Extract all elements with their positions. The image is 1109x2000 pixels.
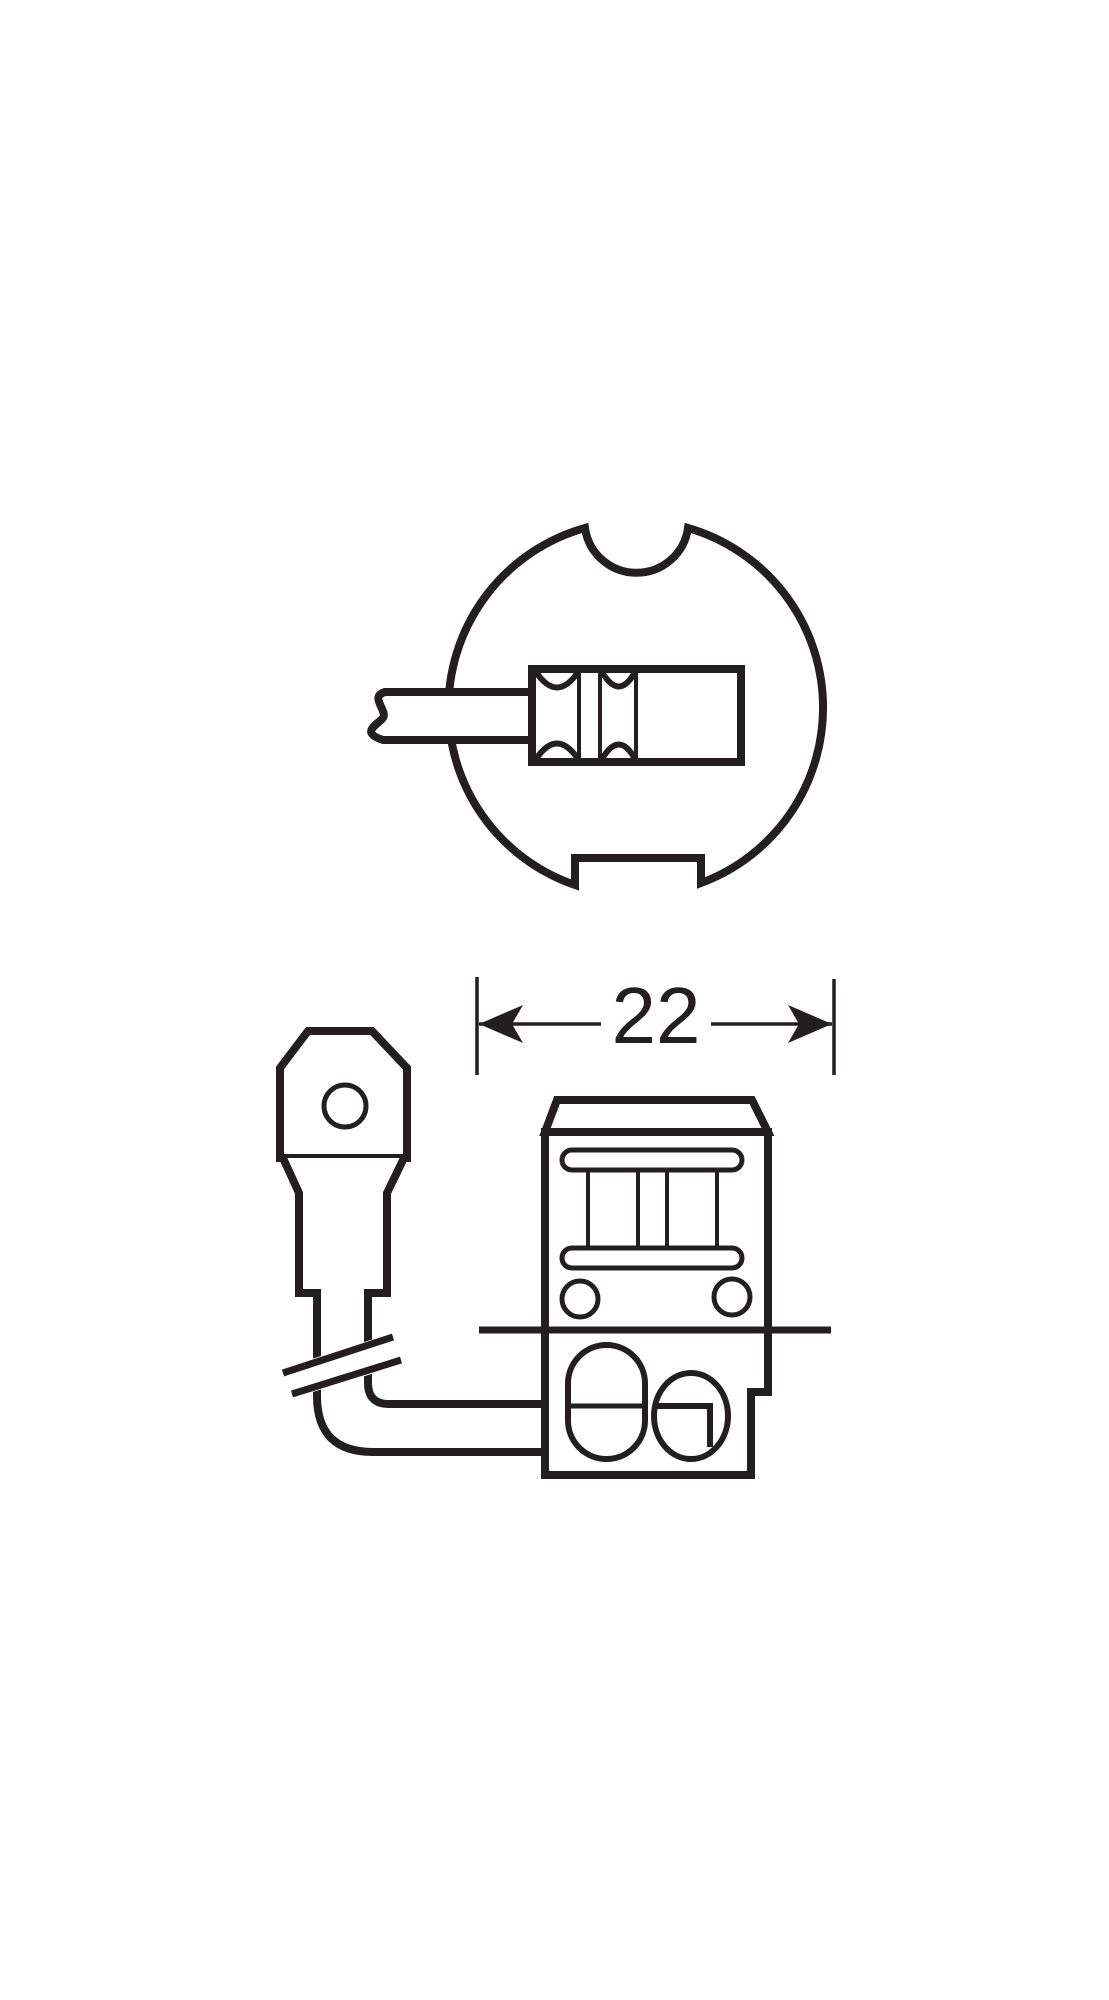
dimension-annotation: 22 <box>475 971 836 1075</box>
lead-wire <box>281 1289 551 1456</box>
wire-break-gap <box>281 1332 404 1399</box>
contact-well-right-contact <box>655 1403 713 1447</box>
contact-well-left <box>565 1342 648 1462</box>
dimension-label: 22 <box>612 971 701 1060</box>
side-view <box>276 1027 831 1479</box>
terminal-sleeve <box>279 1156 408 1297</box>
dimension-arrow-right <box>788 1005 832 1043</box>
terminal-hole <box>321 1082 369 1130</box>
filament-supports <box>586 1170 719 1248</box>
base-body <box>479 1096 831 1479</box>
lead-wire-outline <box>313 1289 551 1456</box>
dimension-extension-lines <box>475 977 836 1075</box>
contact-well-right <box>651 1370 731 1462</box>
rivet-left <box>559 1278 601 1320</box>
plan-view <box>367 522 828 891</box>
wire-break-marks <box>281 1333 403 1398</box>
glass-shoulder <box>539 1096 775 1136</box>
plan-filament-spools <box>533 670 638 761</box>
filament-tube-top <box>559 1147 745 1173</box>
terminal-connector <box>276 1027 411 1297</box>
filament-tube-bottom <box>559 1245 745 1271</box>
rivet-right <box>711 1276 753 1318</box>
plan-lead-wire <box>367 688 536 744</box>
dimension-arrow-left <box>479 1005 523 1043</box>
plan-filament-dividers <box>577 671 638 760</box>
